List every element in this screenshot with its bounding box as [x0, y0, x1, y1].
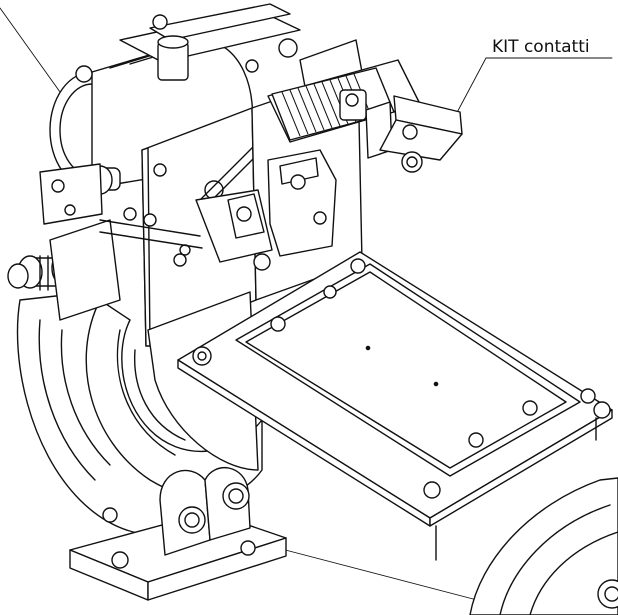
- left-shaft: [7, 165, 121, 321]
- mounting-plate: [177, 251, 613, 561]
- contact-kit: [267, 59, 463, 173]
- switch-boxes: [39, 149, 337, 271]
- kit-contatti-label: KIT contatti: [492, 37, 590, 57]
- base-foot: [69, 467, 287, 601]
- lower-right-wheel: [469, 477, 618, 615]
